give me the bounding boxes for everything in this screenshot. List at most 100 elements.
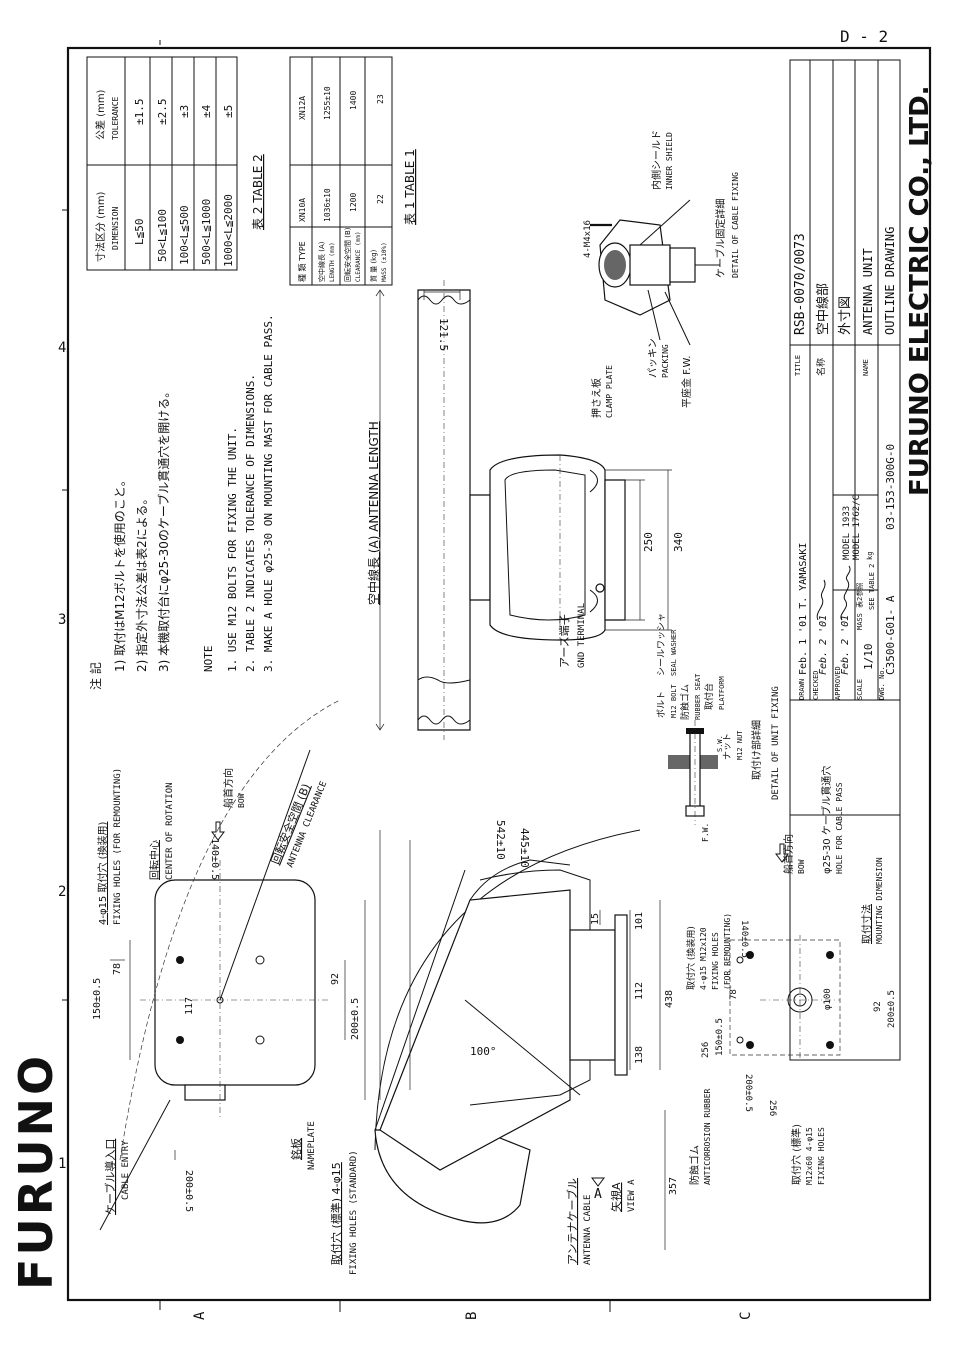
svg-text:FURUNO ELECTRIC CO., LTD.: FURUNO ELECTRIC CO., LTD. xyxy=(905,85,935,496)
std-holes-jp: 取付穴 (標準) xyxy=(790,1124,803,1185)
table2-tol-2: ±2.5 xyxy=(156,99,169,126)
cable-fix-en: DETAIL OF CABLE FIXING xyxy=(731,172,740,278)
bolt-en: M12 BOLT xyxy=(670,683,678,718)
antenna-cable-jp: アンテナケーブル xyxy=(565,1178,579,1265)
table2-dim-2: 50<L≦100 xyxy=(156,209,169,262)
note-jp-3: 3) 本機取付台にφ25-30のケーブル貫通穴を開ける。 xyxy=(156,386,171,672)
clamp-plate-jp: 押さえ板 xyxy=(590,378,603,418)
seal-washer-jp: シールワッシャ xyxy=(657,613,667,676)
table2-header-tol-jp: 公差 (mm) xyxy=(94,89,107,140)
table2-tol-5: ±5 xyxy=(222,105,235,118)
dim-200-top: 200±0.5 xyxy=(350,998,361,1040)
remount-holes-en2: (FOR REMOUNTING) xyxy=(723,913,732,990)
table1-row2-jp: 回転安全空間 (B) xyxy=(343,227,352,282)
dim-438: 438 xyxy=(664,990,675,1008)
name-label: NAME xyxy=(862,359,870,376)
inner-shield-jp: 内側シールド xyxy=(650,130,663,190)
nameplate-jp: 銘板 xyxy=(289,1138,303,1160)
view-a-arrow-icon xyxy=(591,1177,605,1187)
antenna-cable-en: ANTENNA CABLE xyxy=(583,1195,593,1265)
antenna-length-label: 空中線長 (A) ANTENNA LENGTH xyxy=(366,421,381,605)
remount-holes-spec: 4-φ15 M12x120 xyxy=(699,927,708,990)
table-1: 種 類 TYPE XN10A XN12A 空中線長 (A) LENGTH (mm… xyxy=(289,56,417,286)
model-2: MODEL 1762/C xyxy=(852,495,862,560)
title-label: TITLE xyxy=(794,355,802,376)
dim-112: 112 xyxy=(634,982,645,1000)
gnd-terminal-en: GND TERMINAL xyxy=(577,603,587,668)
flat-washer-jp: 平座金 F.W. xyxy=(680,356,693,408)
scale-label: SCALE xyxy=(856,679,864,700)
bow-en: BOW xyxy=(797,859,806,874)
nut-en: M12 NUT xyxy=(736,730,744,760)
checked-signature xyxy=(816,579,826,621)
notes-en-title: NOTE xyxy=(202,646,215,673)
table2-tol-3: ±3 xyxy=(178,105,191,118)
remount-holes-en: FIXING HOLES xyxy=(711,932,720,990)
bolt-jp: ボルト xyxy=(656,691,667,718)
packing-jp: パッキン xyxy=(647,338,659,378)
nameplate-en: NAMEPLATE xyxy=(307,1121,317,1170)
dim-542: 542±10 xyxy=(494,820,507,860)
grid-label-2: 2 xyxy=(58,884,66,900)
anticorrosion-jp: 防蝕ゴム xyxy=(688,1145,701,1185)
dim-140-top: 140±0.5 xyxy=(209,838,220,880)
table2-header-dim-jp: 寸法区分 (mm) xyxy=(94,191,107,262)
table1-col-type: 種 類 TYPE xyxy=(297,241,307,282)
dim-117: 117 xyxy=(184,997,195,1015)
drawn-label: DRAWN xyxy=(798,679,806,700)
view-a-mark: A xyxy=(594,1187,602,1202)
packing-en: PACKING xyxy=(661,344,670,378)
approved-signature xyxy=(840,565,851,621)
bow-arrow-icon xyxy=(211,821,225,841)
svg-text:FURUNO: FURUNO xyxy=(9,1053,63,1290)
antenna-front-view xyxy=(374,829,666,1250)
dim-250: 250 xyxy=(642,532,655,552)
table-2: 寸法区分 (mm) DIMENSION 公差 (mm) TOLERANCE L≦… xyxy=(86,56,265,271)
scale-value: 1/10 xyxy=(862,644,875,671)
table1-row2-a: 1200 xyxy=(349,193,358,212)
approved-value: Feb. 2 '01 xyxy=(840,615,851,675)
nut-jp: ナット xyxy=(722,733,733,760)
title-block: DRAWN Feb. 1 '01 T. YAMASAKI CHECKED Feb… xyxy=(789,59,901,1061)
bolt-spec-m4: 4-M4x16 xyxy=(583,220,593,258)
antenna-top-view xyxy=(99,699,366,1231)
dim-150-top: 150±0.5 xyxy=(92,978,103,1020)
checked-value: Feb. 2 '01 xyxy=(818,615,829,675)
grid-label-1: 1 xyxy=(58,1156,66,1172)
table1-row1-a: 1036±10 xyxy=(323,188,332,222)
cable-pass-jp: φ25-30 ケーブル貫通穴 xyxy=(820,766,833,874)
unit-fix-en: DETAIL OF UNIT FIXING xyxy=(771,686,781,800)
table2-tol-1: ±1.5 xyxy=(133,99,146,126)
notes-jp-title: 注 記 xyxy=(88,662,103,690)
table2-caption: 表 2 TABLE 2 xyxy=(251,154,265,230)
bow-top-en: BOW xyxy=(237,793,246,808)
table1-caption: 表 1 TABLE 1 xyxy=(403,149,417,225)
cable-pass-en: HOLE FOR CABLE PASS xyxy=(835,782,844,874)
table2-tol-4: ±4 xyxy=(200,104,213,118)
dim-357: 357 xyxy=(668,1177,679,1195)
mount-dim-en: MOUNTING DIMENSION xyxy=(875,857,884,944)
mount-dim-jp: 取付寸法 xyxy=(860,904,873,944)
dim-200-view-a: 200±0.5 xyxy=(887,990,897,1028)
rubber-seat-en: RUBBER SEAT xyxy=(694,673,702,720)
table1-row1-jp: 空中線長 (A) xyxy=(317,241,326,282)
approved-label: APPROVED xyxy=(834,666,842,700)
dwg-no: C3500-G01- A xyxy=(884,595,897,675)
cable-entry-jp: ケーブル導入口 xyxy=(103,1139,117,1215)
cable-fixing-detail xyxy=(590,199,720,346)
note-jp-1: 1) 取付はM12ボルトを使用のこと。 xyxy=(112,474,127,672)
table2-header-dim-en: DIMENSION xyxy=(111,206,120,250)
table2-dim-5: 1000<L≦2000 xyxy=(222,194,235,267)
view-a-mounting xyxy=(729,935,841,1060)
table1-col-b: XN12A xyxy=(298,96,307,120)
mass-jp: 表2参照 xyxy=(855,583,864,608)
angle-100: 100° xyxy=(470,1045,497,1058)
drawn-value: Feb. 1 '01 T. YAMASAKI xyxy=(798,543,809,675)
grid-label-3: 3 xyxy=(58,612,66,628)
grid-label-c: C xyxy=(738,1312,754,1320)
seal-washer-en: SEAL WASHER xyxy=(670,629,678,676)
title-value: RSB-0070/0073 xyxy=(793,233,808,335)
platform-en: PLATFORM xyxy=(718,676,726,710)
dim-150-view-a: 150±0.5 xyxy=(715,1018,725,1056)
bow-top-jp: 船首方向 xyxy=(222,768,235,808)
